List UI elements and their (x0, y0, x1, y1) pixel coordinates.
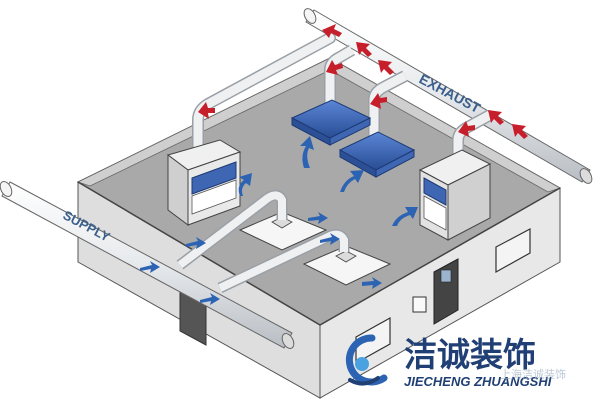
exhaust-arrow (326, 60, 343, 75)
exhaust-arrow (356, 42, 372, 57)
supply-arrows (140, 136, 418, 305)
airflow-arrow (308, 212, 328, 224)
fume-hood-right (418, 149, 492, 241)
airflow-arrow (392, 207, 418, 226)
exhaust-arrow (322, 24, 342, 38)
exhaust-arrow (458, 121, 475, 137)
exhaust-arrow (370, 93, 387, 109)
window-right (495, 228, 531, 274)
thermostat (412, 296, 427, 313)
door-window (440, 269, 452, 283)
airflow-arrow (362, 277, 382, 289)
exhaust-arrow (198, 102, 215, 119)
canopy-hood-1 (290, 99, 372, 146)
brand-name-en: JIECHENG ZHUANGSHI (404, 374, 552, 389)
exhaust-arrow (488, 110, 504, 125)
supply-diffuser-2 (302, 245, 392, 286)
watermark-text: 上海洁诚装饰 (500, 367, 566, 381)
supply-branches (176, 189, 350, 293)
brand-name-cn: 洁诚装饰 (404, 335, 536, 374)
exhaust-arrow (512, 124, 528, 139)
airflow-arrow (300, 136, 314, 168)
canopy-hood-2 (338, 131, 416, 178)
exhaust-arrow (378, 60, 394, 75)
airflow-arrow (320, 233, 340, 245)
airflow-arrow (200, 293, 220, 305)
supply-duct (0, 181, 295, 349)
airflow-arrow (238, 173, 252, 196)
airflow-arrow (186, 237, 206, 249)
airflow-arrow (340, 170, 364, 192)
brand-logo-icon (345, 334, 388, 386)
fume-hood-left (166, 139, 242, 226)
exhaust-arrows (198, 24, 528, 139)
airflow-arrow (140, 261, 160, 273)
door-right (433, 258, 459, 325)
exhaust-label: EXHAUST (417, 71, 484, 117)
